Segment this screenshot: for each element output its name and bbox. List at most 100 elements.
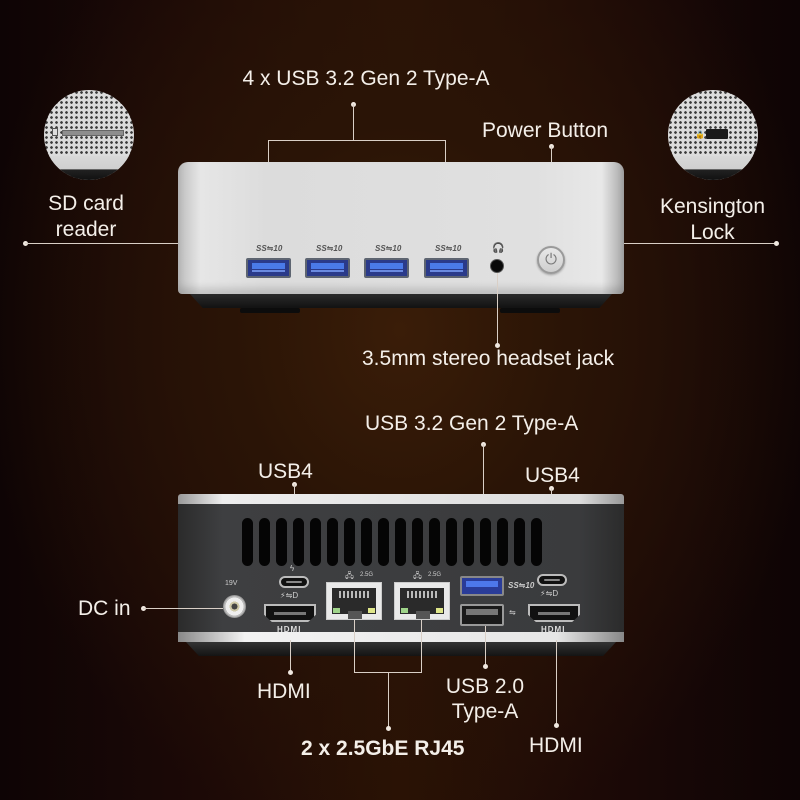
dc-in-leader-line [143, 608, 223, 609]
dc-voltage-marking: 19V [225, 580, 238, 587]
usb-superspeed-icon: SS⇋10 [256, 244, 283, 253]
usbc-marking-right: ⚡⇋D [540, 589, 559, 598]
usb-superspeed-icon: SS⇋10 [508, 581, 535, 590]
lan-icon: 🖧 [345, 571, 354, 580]
headset-jack-label: 3.5mm stereo headset jack [362, 347, 615, 370]
vent-slot [361, 518, 372, 566]
kensington-label-line1: Kensington [659, 195, 766, 218]
vent-slot [412, 518, 423, 566]
front-chassis-base [190, 294, 612, 308]
sd-card-reader-inset [44, 90, 134, 180]
inset-chassis-edge [668, 156, 758, 180]
vent-slot [344, 518, 355, 566]
rj45-pins [339, 591, 369, 598]
rj45-bracket-left [354, 620, 355, 672]
hdmi-left-leader-dot [288, 670, 293, 675]
rj45-label: 2 x 2.5GbE RJ45 [301, 737, 465, 760]
vent-slot [531, 518, 542, 566]
usb2-label-line1: USB 2.0 [445, 675, 525, 698]
vent-slot [514, 518, 525, 566]
usb2-leader-line [485, 626, 486, 666]
chassis-foot-left [240, 308, 300, 313]
rj45-tab [348, 611, 362, 619]
usb-group-label: 4 x USB 3.2 Gen 2 Type-A [242, 67, 490, 90]
power-button: ⏻ [537, 246, 565, 274]
usb4-port-left [279, 576, 309, 588]
dc-in-jack [223, 595, 246, 618]
rear-vents [242, 518, 562, 568]
sd-card-slot [62, 130, 124, 136]
rear-chassis-base [186, 642, 616, 656]
headset-jack [490, 259, 504, 273]
kensington-label-line2: Lock [690, 221, 735, 244]
power-icon: ⏻ [545, 251, 557, 268]
rear-usb32-port [460, 576, 504, 596]
vent-slot [276, 518, 287, 566]
kensington-leader-dot [774, 241, 779, 246]
vent-slot [242, 518, 253, 566]
lock-icon: 🔒 [695, 130, 705, 139]
kensington-slot [706, 129, 728, 139]
vent-slot [463, 518, 474, 566]
rj45-pins [407, 591, 437, 598]
rj45-led-yellow [368, 608, 375, 613]
usb-superspeed-icon: SS⇋10 [435, 244, 462, 253]
front-usb-port-1 [246, 258, 291, 278]
hdmi-marking-right: HDMI [541, 625, 566, 634]
sd-card-label-line2: reader [55, 218, 117, 241]
hdmi-port-right [528, 604, 580, 622]
sd-leader-line [25, 243, 179, 244]
vent-slot [259, 518, 270, 566]
usb4-left-label: USB4 [258, 460, 313, 483]
lan-speed-marking-1: 2.5G [360, 572, 374, 578]
vent-slot [327, 518, 338, 566]
rj45-port-2 [394, 582, 450, 620]
rear-chassis-top-edge [178, 494, 624, 504]
vent-slot [429, 518, 440, 566]
vent-slot [395, 518, 406, 566]
hdmi-right-leader-line [556, 640, 557, 725]
hdmi-left-label: HDMI [257, 680, 311, 703]
front-usb-port-4 [424, 258, 469, 278]
kensington-lock-inset: 🔒 [668, 90, 758, 180]
rj45-leader-line [388, 672, 389, 728]
usb-superspeed-icon: SS⇋10 [375, 244, 402, 253]
lan-speed-marking-2: 2.5G [428, 572, 442, 578]
sd-card-label-line1: SD card [48, 192, 124, 215]
vent-slot [480, 518, 491, 566]
usb-group-bracket-top [268, 140, 446, 141]
usb4-right-label: USB4 [525, 464, 580, 487]
rj45-bracket-right [421, 620, 422, 672]
rj45-port-1 [326, 582, 382, 620]
rj45-led-yellow [436, 608, 443, 613]
inset-chassis-edge [44, 156, 134, 180]
rj45-tab [416, 611, 430, 619]
front-usb-port-2 [305, 258, 350, 278]
hdmi-left-leader-line [290, 640, 291, 672]
sd-card-icon [52, 128, 58, 136]
usb2-leader-dot [483, 664, 488, 669]
hdmi-right-leader-dot [554, 723, 559, 728]
front-usb-port-3 [364, 258, 409, 278]
power-button-label: Power Button [482, 119, 609, 142]
usb-icon: ⇋ [509, 608, 516, 617]
rj45-leader-dot [386, 726, 391, 731]
dc-in-label: DC in [78, 597, 131, 620]
vent-slot [378, 518, 389, 566]
rj45-led-green [401, 608, 408, 613]
chassis-foot-right [500, 308, 560, 313]
vent-slot [446, 518, 457, 566]
rear-usb2-port [460, 604, 504, 626]
hdmi-right-label: HDMI [529, 734, 583, 757]
usb-superspeed-icon: SS⇋10 [316, 244, 343, 253]
usb32-rear-label: USB 3.2 Gen 2 Type-A [365, 412, 579, 435]
usb4-bolt-icon: ϟ [290, 564, 295, 573]
headset-leader-dot [495, 343, 500, 348]
usb2-label-line2: Type-A [451, 700, 519, 723]
headset-leader-line [497, 273, 498, 345]
vent-slot [293, 518, 304, 566]
hdmi-marking-left: HDMI [277, 625, 302, 634]
rear-chassis-bottom-edge [178, 632, 624, 642]
vent-slot [497, 518, 508, 566]
kensington-leader-line [624, 243, 776, 244]
